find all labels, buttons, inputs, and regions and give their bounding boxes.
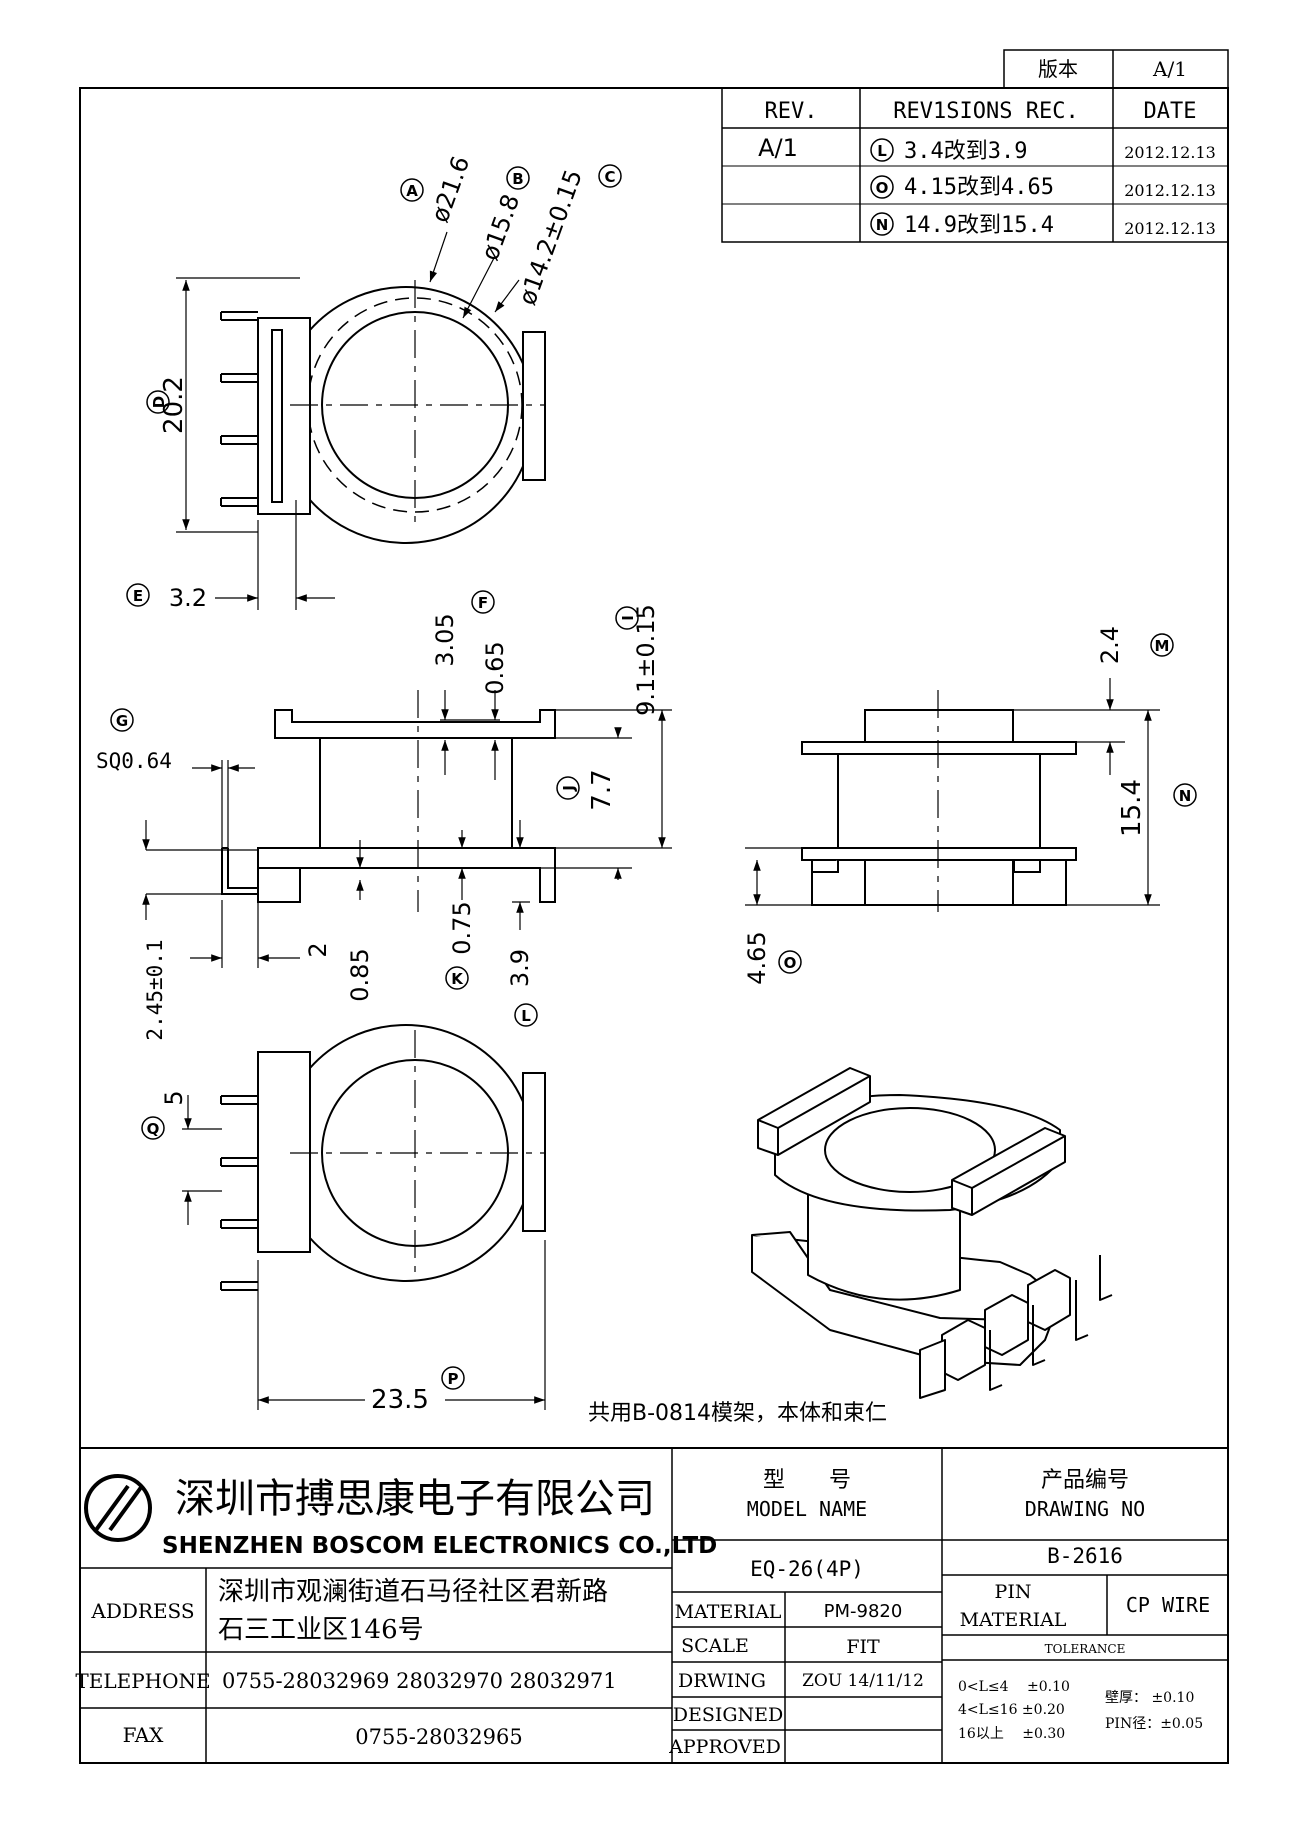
- drawing-label-en: DRAWING NO: [1025, 1497, 1145, 1521]
- dim-f-tag: F: [478, 594, 488, 612]
- model-value: EQ-26(4P): [750, 1557, 864, 1581]
- dim-i-tag: I: [619, 615, 637, 621]
- rev-date-l: 2012.12.13: [1124, 143, 1216, 162]
- side-view-dims: [745, 678, 1160, 906]
- dim-b-value: ø15.8: [476, 190, 526, 264]
- drawing-by-label: DRWING: [678, 1670, 766, 1692]
- title-block: [80, 1447, 1228, 1763]
- dim-085-value: 0.85: [346, 948, 374, 1001]
- dim-p-tag: P: [448, 1370, 459, 1388]
- scale-label: SCALE: [681, 1635, 749, 1657]
- dim-p-value: 23.5: [371, 1385, 429, 1415]
- tol-row-3: 16以上 ±0.30: [958, 1726, 1065, 1742]
- dim-m-tag: M: [1155, 637, 1170, 655]
- address-line2: 石三工业区146号: [218, 1615, 424, 1645]
- dim-305-value: 3.05: [431, 613, 459, 666]
- dim-a-tag: A: [406, 182, 418, 200]
- drawing-value: B-2616: [1047, 1544, 1123, 1568]
- top-view: [220, 280, 546, 544]
- company-name-en: SHENZHEN BOSCOM ELECTRONICS CO.,LTD: [162, 1533, 717, 1559]
- dim-c-tag: C: [604, 168, 615, 186]
- dim-j-tag: J: [560, 785, 578, 792]
- rev-date-n: 2012.12.13: [1124, 219, 1216, 238]
- front-view: [221, 690, 556, 912]
- dim-g-value: SQ0.64: [96, 749, 172, 773]
- dim-d-tag: D: [150, 396, 168, 408]
- dim-245-value: 2.45±0.1: [143, 939, 167, 1040]
- tol-wall: 壁厚： ±0.10: [1105, 1690, 1194, 1706]
- address-line1: 深圳市观澜街道石马径社区君新路: [218, 1577, 608, 1607]
- bobbin-note: 共用B-0814模架，本体和束仁: [588, 1401, 887, 1426]
- rev-tag-n: N: [876, 216, 889, 234]
- revision-table: REV. REV1SIONS REC. DATE A/1 L 3.4改到3.9 …: [721, 87, 1229, 243]
- top-view-dims: [176, 231, 520, 610]
- dim-o-tag: O: [784, 954, 797, 972]
- rev-text-n: 14.9改到15.4: [904, 213, 1054, 238]
- drawing-by-value: ZOU 14/11/12: [802, 1671, 924, 1691]
- pin-material-value: CP WIRE: [1126, 1593, 1210, 1617]
- fax-value: 0755-28032965: [355, 1725, 522, 1749]
- rev-text-o: 4.15改到4.65: [904, 175, 1054, 200]
- rev-date-o: 2012.12.13: [1124, 181, 1216, 200]
- dim-n-tag: N: [1179, 787, 1192, 805]
- rev-tag-o: O: [876, 179, 889, 197]
- tol-pin: PIN径：±0.05: [1105, 1716, 1203, 1732]
- telephone-label: TELEPHONE: [75, 1669, 210, 1693]
- material-label: MATERIAL: [675, 1601, 782, 1623]
- dim-l-tag: L: [521, 1007, 531, 1025]
- dim-d-value: 20.2: [159, 376, 189, 434]
- scale-value: FIT: [846, 1636, 880, 1658]
- dim-f-value: 0.65: [481, 641, 509, 694]
- dim-l-value: 3.9: [506, 949, 534, 987]
- material-value: PM-9820: [824, 1601, 903, 1622]
- bottom-view: [220, 1024, 546, 1291]
- date-header: DATE: [1144, 99, 1197, 124]
- isometric-view: [751, 1067, 1113, 1399]
- drawing-label-cn: 产品编号: [1041, 1468, 1129, 1493]
- tolerance-label: TOLERANCE: [1045, 1642, 1126, 1656]
- sheet-border: [79, 87, 1229, 1764]
- tol-row-1: 0<L≤4 ±0.10: [958, 1679, 1070, 1695]
- version-value: A/1: [1152, 57, 1187, 81]
- dim-j-value: 7.7: [587, 769, 617, 810]
- dim-q-tag: Q: [147, 1120, 160, 1138]
- dim-a-value: ø21.6: [426, 152, 476, 226]
- dim-k-tag: K: [451, 970, 464, 988]
- dim-2-value: 2: [304, 942, 332, 957]
- telephone-value: 0755-28032969 28032970 28032971: [222, 1669, 617, 1693]
- side-view: [801, 690, 1077, 912]
- designed-label: DESIGNED: [673, 1704, 784, 1726]
- dim-k-value: 0.75: [448, 901, 476, 954]
- front-view-dims: [142, 690, 672, 968]
- version-box: 版本 A/1: [1003, 49, 1229, 89]
- address-label: ADDRESS: [90, 1599, 194, 1623]
- company-logo: [84, 1474, 152, 1542]
- company-name-cn: 深圳市搏思康电子有限公司: [175, 1476, 655, 1522]
- pin-material-label-2: MATERIAL: [960, 1609, 1067, 1631]
- rev-tag-l: L: [877, 142, 887, 160]
- bottom-view-dims: [182, 1095, 546, 1410]
- model-label-en: MODEL NAME: [747, 1497, 867, 1521]
- dim-n-value: 15.4: [1117, 779, 1147, 837]
- dim-g-tag: G: [116, 712, 128, 730]
- rev-value: A/1: [758, 134, 798, 162]
- tol-row-2: 4<L≤16 ±0.20: [958, 1702, 1065, 1718]
- model-label-cn: 型 号: [763, 1468, 851, 1493]
- pin-material-label-1: PIN: [995, 1581, 1032, 1603]
- dim-q-value: 5: [160, 1090, 188, 1105]
- version-label: 版本: [1038, 57, 1078, 81]
- approved-label: APPROVED: [668, 1736, 781, 1758]
- dim-m-value: 2.4: [1096, 626, 1124, 664]
- dim-o-value: 4.65: [743, 931, 771, 984]
- dim-e-value: 3.2: [169, 584, 207, 612]
- dim-e-tag: E: [133, 587, 143, 605]
- dim-b-tag: B: [512, 170, 523, 188]
- rev-text-l: 3.4改到3.9: [904, 139, 1027, 164]
- rec-header: REV1SIONS REC.: [893, 99, 1078, 124]
- rev-header: REV.: [765, 99, 818, 124]
- fax-label: FAX: [123, 1723, 165, 1747]
